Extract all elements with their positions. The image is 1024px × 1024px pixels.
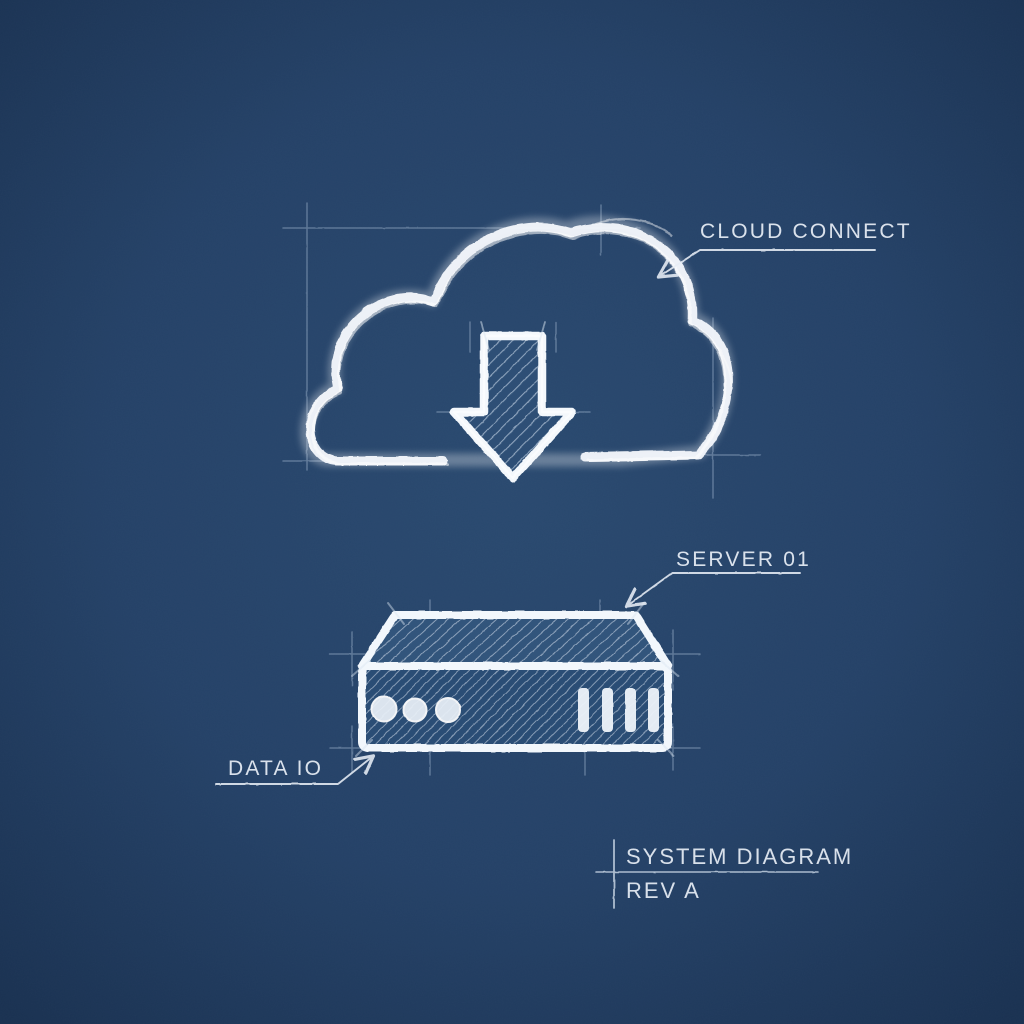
title-block-revision: REV A: [626, 878, 701, 903]
vent-slot: [625, 688, 636, 732]
leader-line-data-io: [215, 757, 372, 785]
annotation-server-01[interactable]: SERVER 01: [628, 548, 811, 605]
leader-line-server-01: [628, 572, 801, 605]
annotation-cloud-connect[interactable]: CLOUD CONNECT: [660, 220, 912, 276]
server-vent-slots: [578, 688, 659, 732]
vent-slot: [578, 688, 589, 732]
indicator-light: [435, 697, 461, 723]
indicator-light: [370, 695, 398, 723]
label-cloud-connect: CLOUD CONNECT: [700, 220, 912, 243]
vent-slot: [648, 688, 659, 732]
label-data-io: DATA IO: [228, 757, 323, 780]
annotation-data-io[interactable]: DATA IO: [215, 757, 372, 785]
leader-line-cloud-connect: [660, 249, 876, 276]
vent-slot: [602, 688, 613, 732]
indicator-light: [402, 697, 428, 723]
label-server-01: SERVER 01: [676, 548, 811, 571]
server-front-face: [358, 662, 672, 752]
title-block-main: SYSTEM DIAGRAM: [626, 844, 853, 869]
server-indicator-lights: [370, 695, 461, 723]
